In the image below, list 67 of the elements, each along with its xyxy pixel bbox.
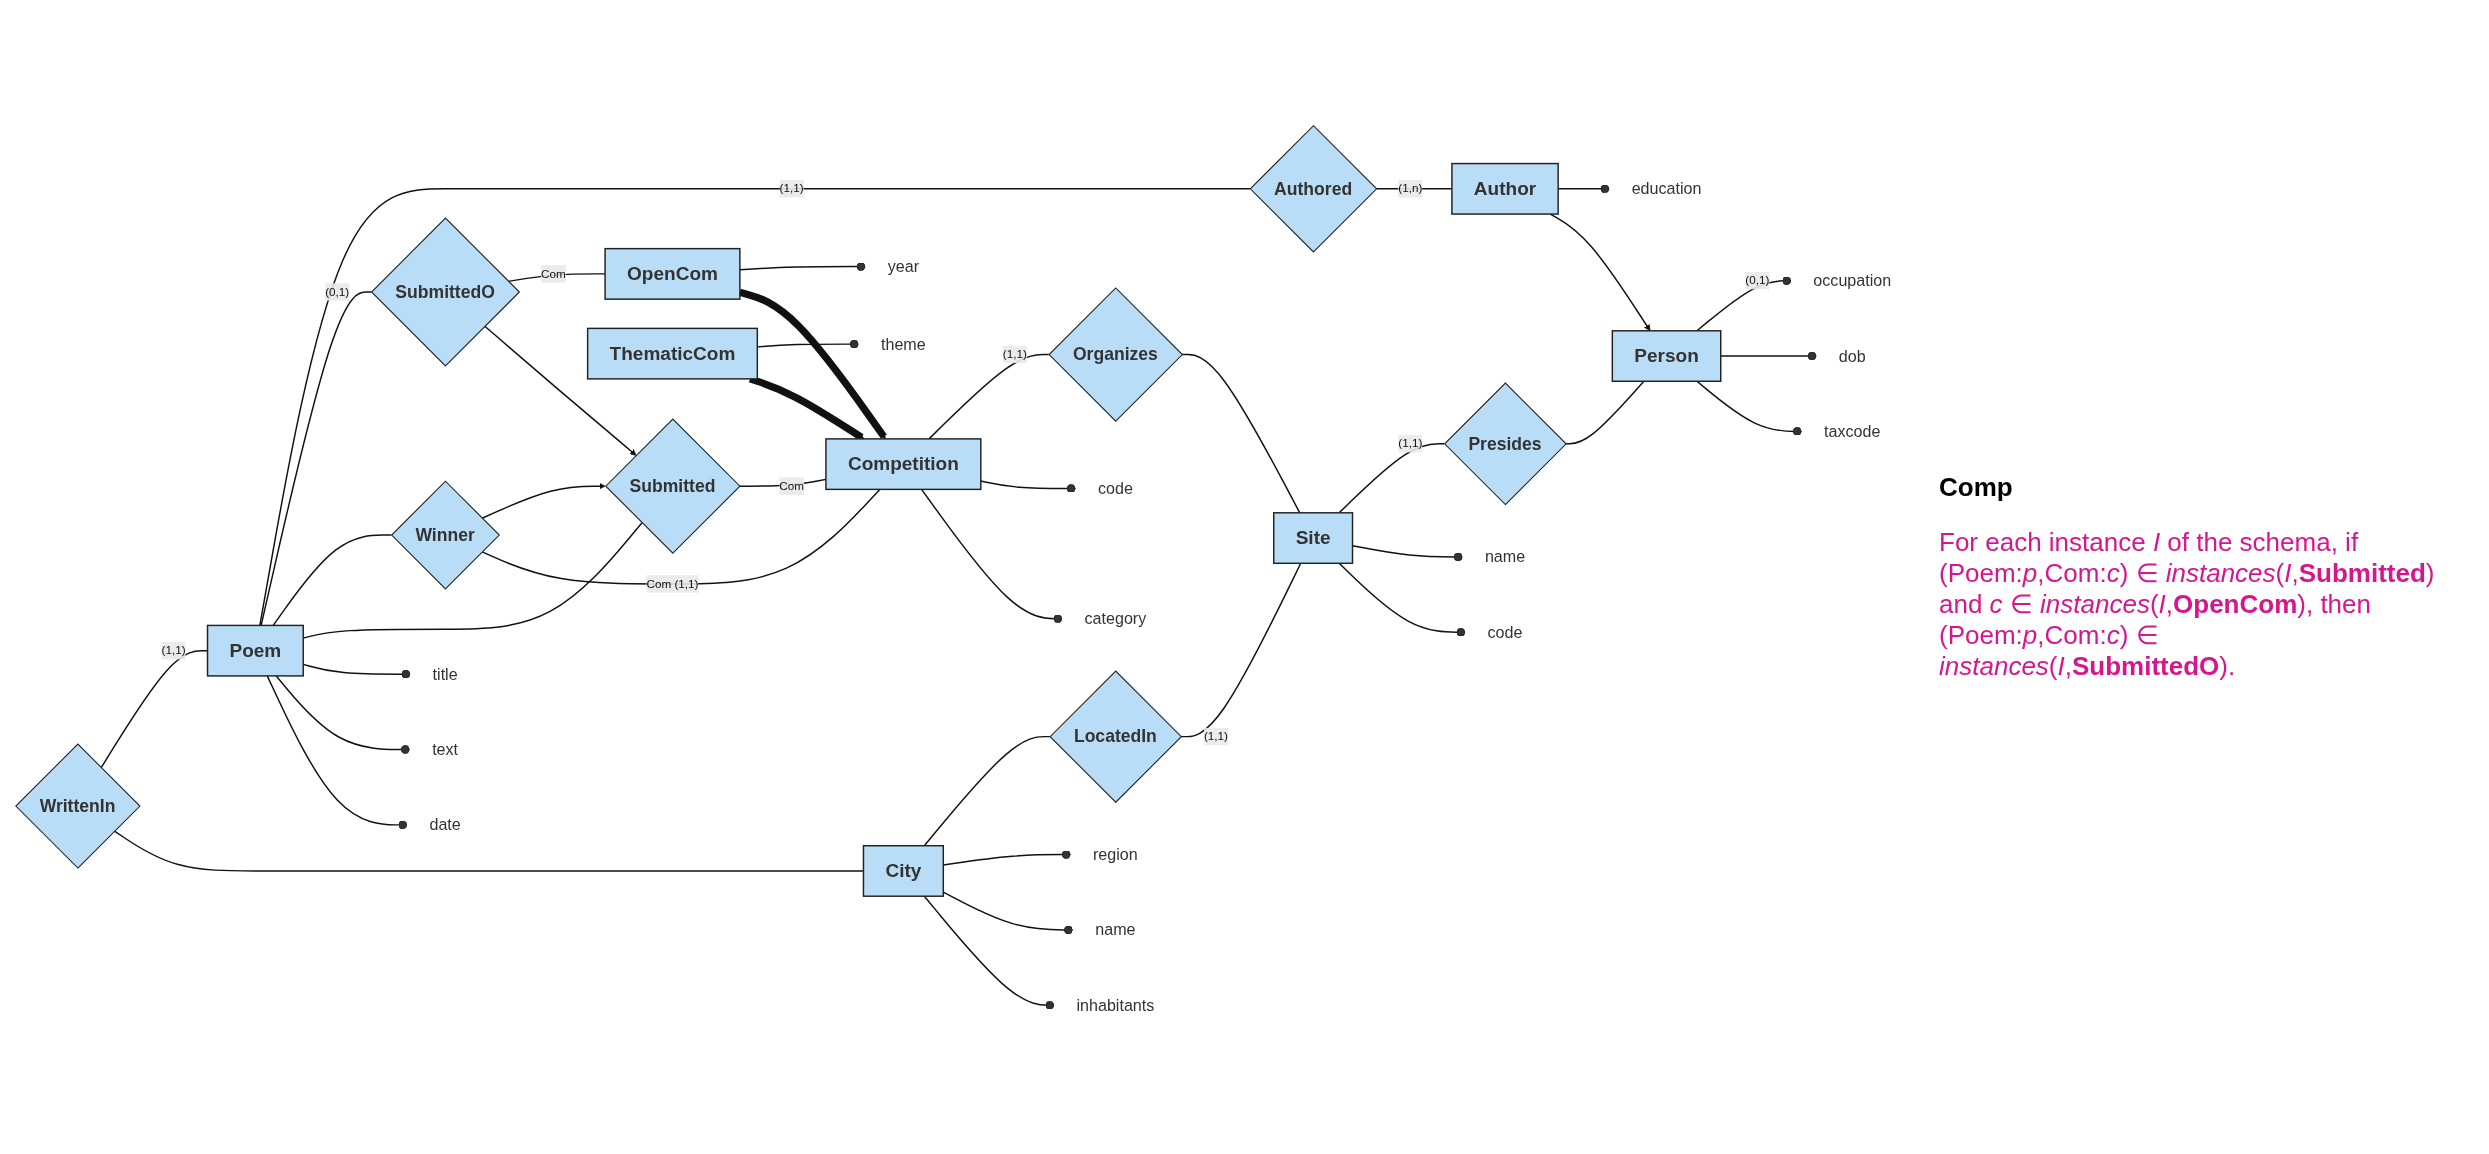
connector: [923, 735, 1051, 847]
edge-label: (1,1): [779, 182, 804, 195]
connector: [1338, 443, 1445, 514]
node-box: City: [862, 845, 944, 897]
node-box: Competition: [825, 438, 982, 491]
edge-label: (1,1): [161, 644, 186, 657]
node-text: category: [1084, 609, 1147, 628]
connector: [1565, 380, 1645, 445]
node-diamond: LocatedIn: [1049, 670, 1183, 804]
edge-label: (1,n): [1398, 182, 1423, 195]
connector: [266, 675, 409, 830]
node-text: text: [432, 740, 459, 759]
node-text: title: [432, 665, 458, 684]
node-text: occupation: [1813, 271, 1892, 290]
node-box: OpenCom: [604, 247, 741, 300]
edge-label: (1,1): [1203, 730, 1229, 743]
connector: [275, 675, 411, 754]
edge-label: (0,1): [1745, 274, 1770, 287]
connector: [920, 488, 1064, 624]
node-text: code: [1487, 623, 1523, 642]
connector: [928, 353, 1050, 440]
connector: [272, 534, 393, 627]
arrow: [481, 482, 606, 519]
arrow: [1549, 213, 1651, 332]
connector: [1720, 351, 1818, 361]
node-text: code: [1097, 479, 1133, 498]
node-diamond: Authored: [1249, 124, 1378, 253]
connector: [739, 262, 867, 271]
node-box: Site: [1273, 512, 1354, 565]
node-text: inhabitants: [1076, 996, 1155, 1015]
connector: [980, 480, 1077, 493]
node-diamond: Organizes: [1048, 287, 1184, 422]
node-text: theme: [881, 334, 926, 354]
edge-label: Com: [540, 267, 566, 280]
constraint-note: For each instance I of the schema, if (Poem:p,Com:c) ∈ instances(I,Submitted) and c ∈ instances(I,OpenCom), then (Poem:p,Com:c) ∈ instances(I,SubmittedO).: [1939, 527, 2436, 682]
node-diamond: Winner: [390, 480, 501, 590]
node-text: name: [1095, 920, 1136, 940]
arrow: [738, 288, 887, 440]
connector: [260, 291, 372, 627]
node-box: Person: [1611, 330, 1722, 382]
edge-label: (0,1): [325, 285, 350, 298]
arrow: [484, 325, 637, 456]
node-diamond: Presides: [1443, 382, 1567, 506]
node-text: region: [1093, 845, 1138, 864]
node-box: Poem: [206, 624, 304, 677]
node-box: ThematicCom: [586, 327, 759, 380]
connector: [923, 895, 1056, 1010]
role-label: Comp: [1939, 472, 2014, 503]
connector: [1338, 562, 1467, 637]
node-box: Author: [1451, 162, 1559, 215]
node-text: taxcode: [1824, 422, 1881, 441]
node-text: dob: [1838, 346, 1866, 366]
connector: [259, 188, 1251, 627]
node-diamond: SubmittedO: [370, 217, 521, 367]
node-text: year: [887, 257, 920, 276]
node-diamond: Submitted: [605, 418, 741, 554]
connector: [1180, 562, 1302, 738]
node-text: name: [1484, 547, 1526, 567]
node-text: education: [1631, 179, 1702, 198]
connector: [1696, 380, 1803, 436]
connector: [1181, 353, 1301, 514]
edge-label: (1,1): [1398, 437, 1423, 450]
edge-label: Com (1,1): [646, 577, 699, 590]
edge-label: (1,1): [1002, 348, 1027, 361]
node-diamond: WrittenIn: [15, 743, 141, 869]
edge-label: Com: [779, 479, 804, 492]
node-text: date: [429, 815, 461, 835]
